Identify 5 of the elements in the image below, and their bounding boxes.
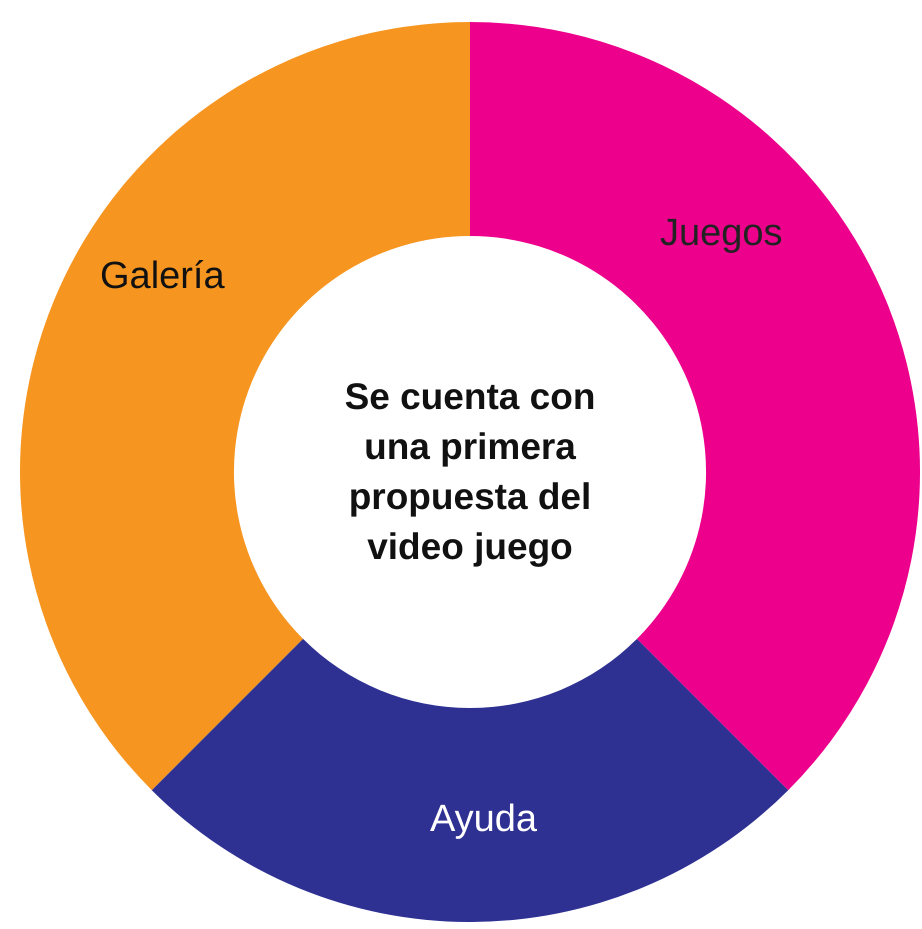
puzzle-segment <box>151 638 789 922</box>
segment-label: Galería <box>100 255 225 298</box>
segment-label: Juegos <box>660 212 783 255</box>
segment-label: Ayuda <box>430 798 538 841</box>
center-text: Se cuenta con una primera propuesta del video juego <box>344 375 596 569</box>
